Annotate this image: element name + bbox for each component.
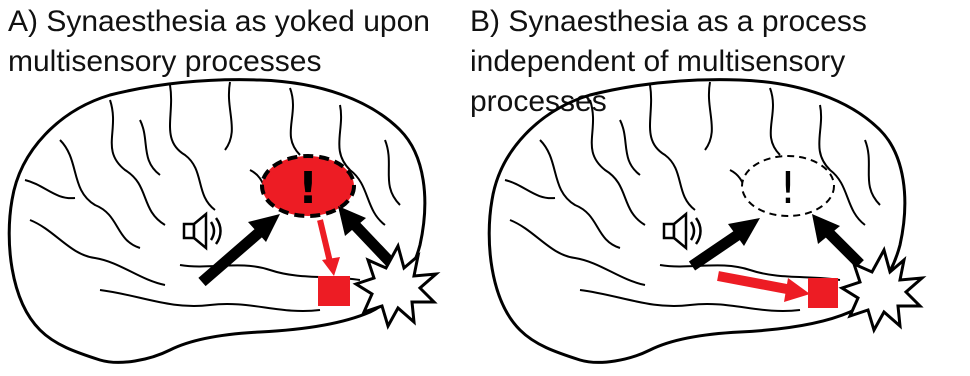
hub-region: ! <box>742 156 834 216</box>
brain-diagram-a: ! <box>0 0 470 376</box>
black-arrow-visual <box>338 206 390 262</box>
brain-diagram-b: ! <box>470 0 970 376</box>
speaker-icon <box>184 214 221 248</box>
panel-b: B) Synaesthesia as a process independent… <box>470 0 970 376</box>
exclamation-icon: ! <box>298 163 318 214</box>
red-square-marker <box>808 278 838 308</box>
black-arrow-auditory <box>202 214 280 282</box>
panel-a: A) Synaesthesia as yoked upon multisenso… <box>0 0 470 376</box>
exclamation-icon: ! <box>779 163 797 214</box>
red-arrow-direct-to-square <box>718 276 810 302</box>
red-square-marker <box>318 276 350 306</box>
red-arrow-hub-to-square <box>320 220 340 276</box>
speaker-icon <box>664 214 701 248</box>
black-arrow-visual <box>812 214 860 264</box>
black-arrow-auditory <box>692 218 760 266</box>
